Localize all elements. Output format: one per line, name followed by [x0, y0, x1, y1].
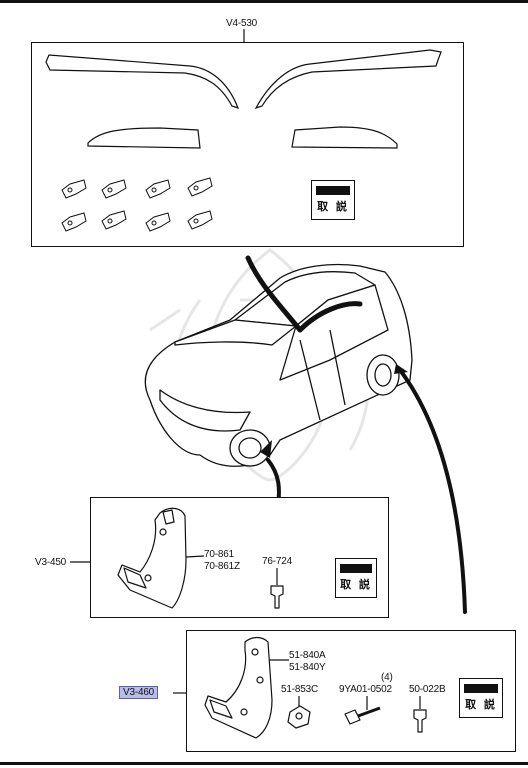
instruction-manual-icon: 取 説	[335, 558, 377, 598]
instruction-manual-icon: 取 説	[459, 678, 503, 718]
rear-clip-part[interactable]: 50-022B	[409, 684, 446, 695]
car-bumper-icon	[159, 389, 251, 432]
rear-right-visor-icon	[291, 126, 398, 149]
instruction-manual-label: 取 説	[340, 578, 372, 591]
visor-set-label[interactable]: V4-530	[226, 18, 258, 29]
front-left-visor-icon	[45, 54, 240, 109]
rear-mudflap-pointer-arrow	[398, 368, 467, 614]
rear-mudflap-part-1[interactable]: 51-840A	[289, 650, 326, 661]
front-clip-part[interactable]: 76-724	[262, 556, 292, 567]
front-clip-icon	[270, 585, 284, 609]
rear-left-visor-icon	[87, 127, 201, 149]
car-side-window-icon	[279, 284, 389, 381]
visor-pointer-arrow	[245, 255, 303, 333]
front-mudflap-part-1[interactable]: 70-861	[204, 549, 234, 560]
rear-clip-icon	[413, 709, 427, 733]
instruction-manual-label: 取 説	[317, 200, 349, 213]
rear-screw-part[interactable]: 9YA01-0502	[339, 684, 392, 695]
rear-screw-icon	[344, 709, 361, 725]
front-mudflap-set-label[interactable]: V3-450	[35, 557, 67, 568]
instruction-manual-label: 取 説	[465, 698, 497, 711]
front-right-visor-icon	[254, 49, 442, 110]
rear-nut-part[interactable]: 51-853C	[281, 684, 318, 695]
rear-mudflap-icon	[204, 636, 273, 739]
bottom-rule	[0, 762, 528, 765]
visor-clips-icon	[61, 177, 213, 232]
top-rule	[0, 0, 528, 3]
car-hood-icon	[174, 319, 297, 346]
front-mudflap-part-2[interactable]: 70-861Z	[204, 561, 240, 572]
rear-mudflap-set-label[interactable]: V3-460	[119, 686, 159, 699]
rear-screw-qty: (4)	[381, 672, 393, 683]
instruction-manual-icon: 取 説	[311, 180, 355, 220]
rear-mudflap-part-2[interactable]: 51-840Y	[289, 662, 326, 673]
